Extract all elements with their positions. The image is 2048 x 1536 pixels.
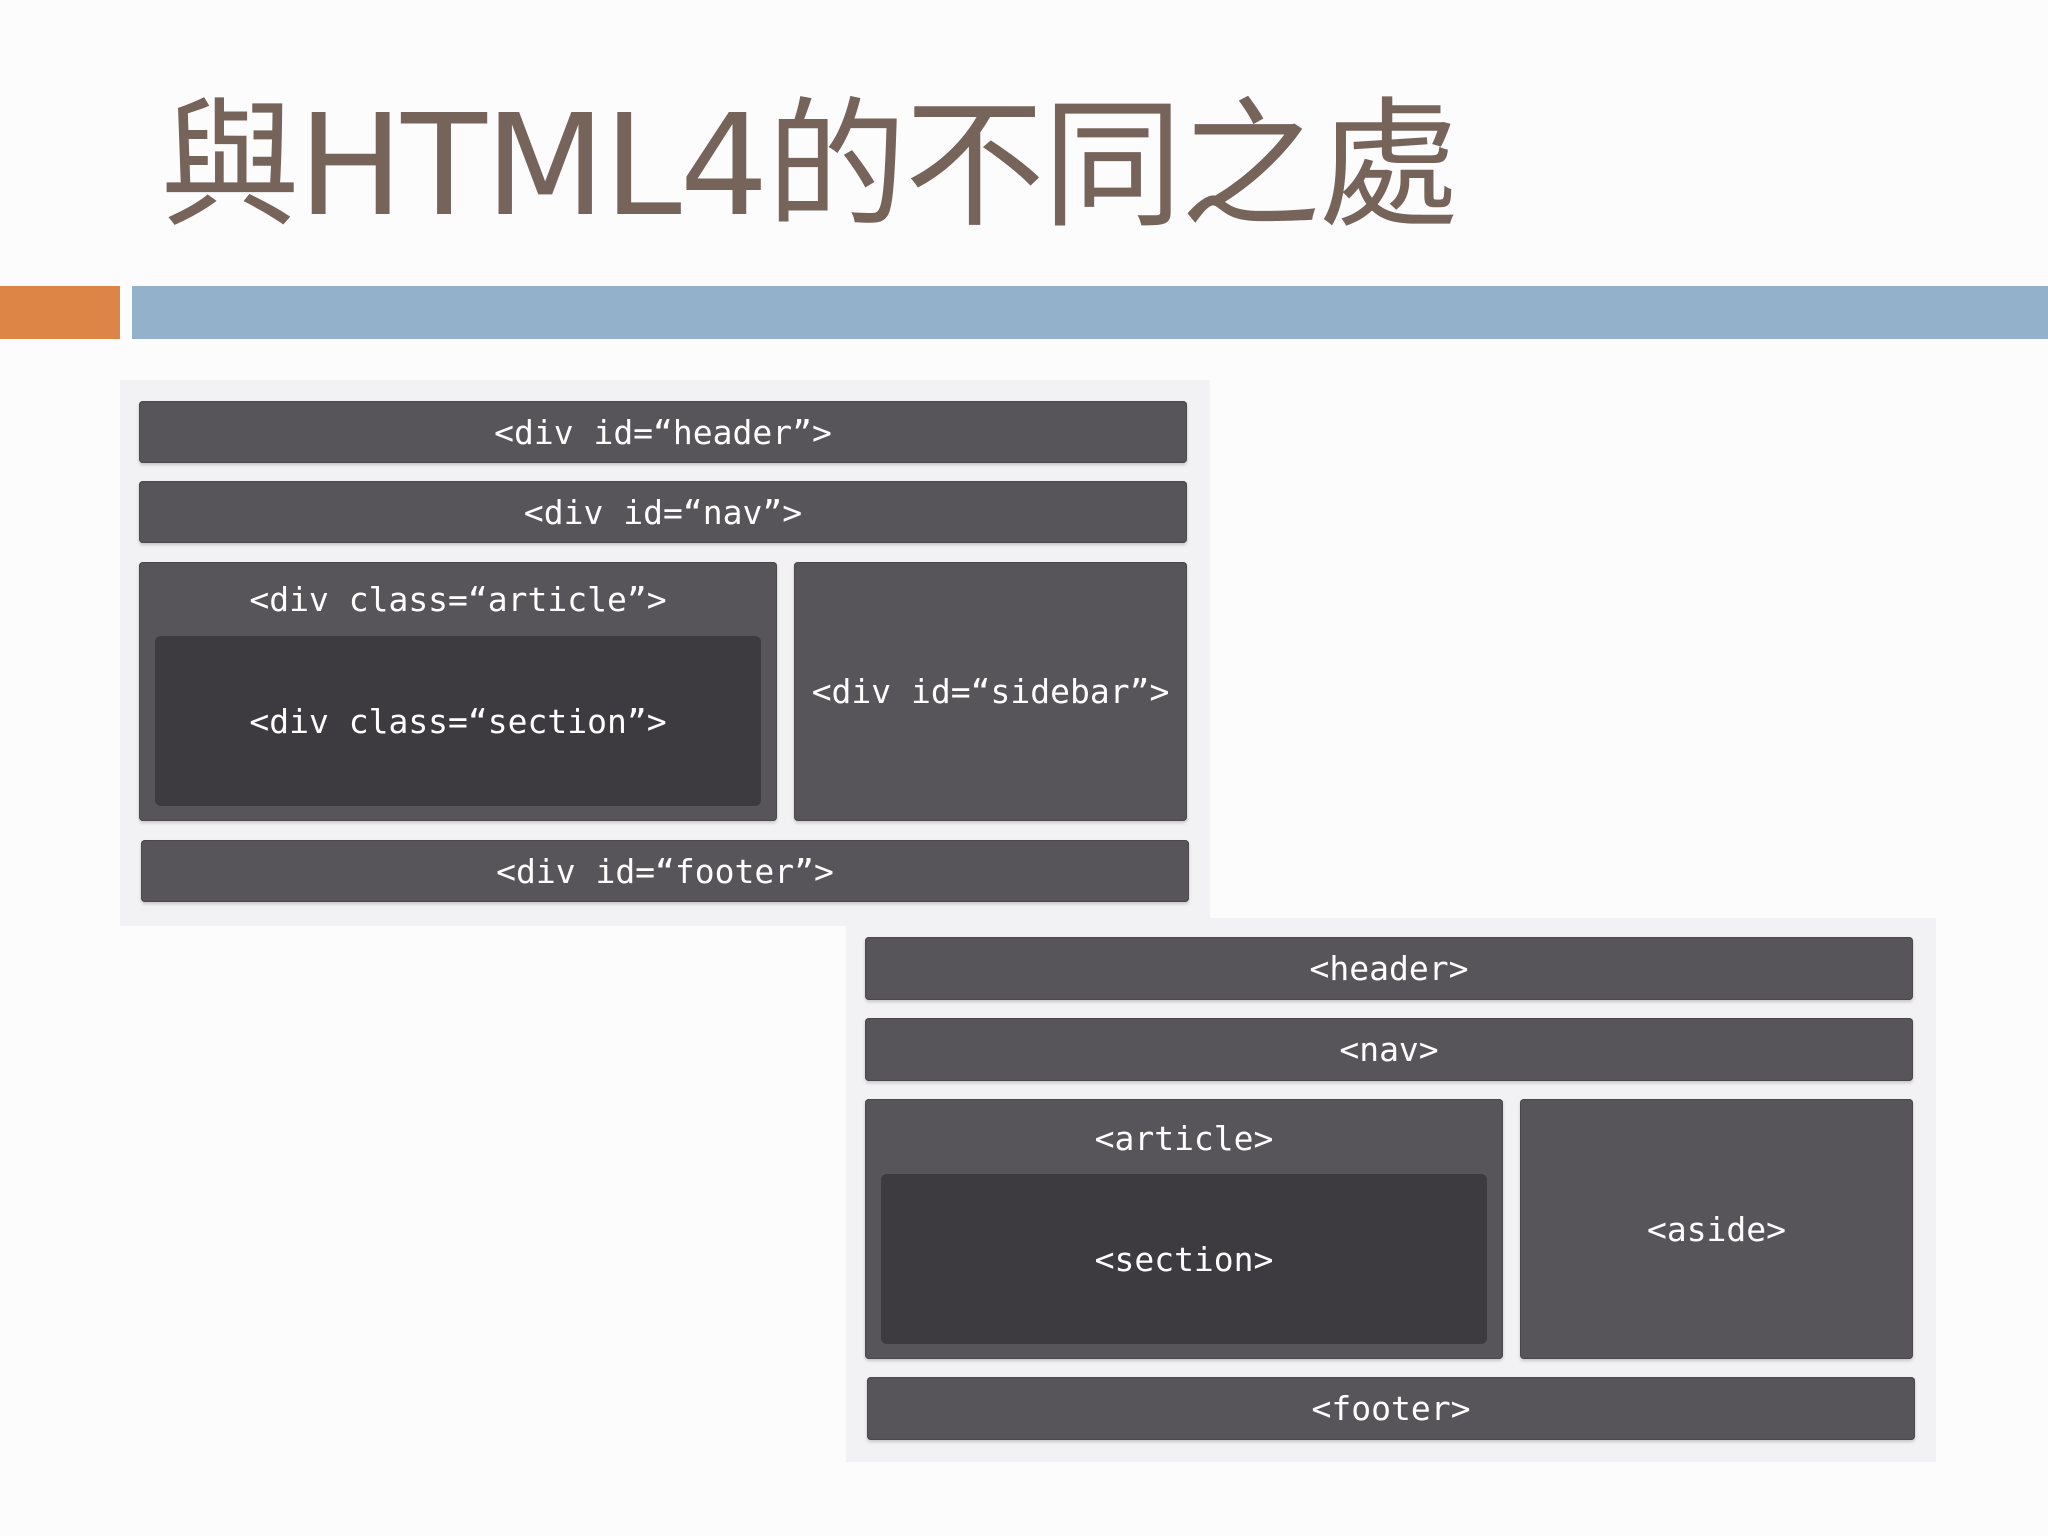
html4-layout-diagram: <div id=“header”> <div id=“nav”> <div cl… (120, 380, 1210, 926)
html4-header-label: <div id=“header”> (494, 412, 832, 452)
html4-section-block: <div class=“section”> (155, 636, 761, 806)
html4-article-label: <div class=“article”> (249, 580, 667, 619)
html5-section-label: <section> (1094, 1239, 1274, 1279)
html5-header-block: <header> (865, 937, 1913, 1000)
html5-nav-label: <nav> (1339, 1030, 1439, 1069)
html4-sidebar-block: <div id=“sidebar”> (794, 562, 1187, 821)
html5-aside-block: <aside> (1520, 1099, 1913, 1359)
html4-sidebar-label: <div id=“sidebar”> (811, 672, 1170, 711)
html5-article-label: <article> (1094, 1119, 1274, 1158)
html4-footer-block: <div id=“footer”> (141, 840, 1189, 902)
html4-article-block: <div class=“article”> <div class=“sectio… (139, 562, 777, 821)
accent-bar-blue (132, 286, 2048, 339)
html4-section-label: <div class=“section”> (249, 701, 667, 741)
html5-header-label: <header> (1309, 949, 1469, 988)
html5-article-block: <article> <section> (865, 1099, 1503, 1359)
html5-section-block: <section> (881, 1174, 1487, 1344)
html5-footer-block: <footer> (867, 1377, 1915, 1440)
html4-header-block: <div id=“header”> (139, 401, 1187, 463)
html5-aside-label: <aside> (1646, 1209, 1787, 1249)
html5-layout-diagram: <header> <nav> <article> <section> <asid… (846, 918, 1936, 1462)
html4-footer-label: <div id=“footer”> (496, 851, 834, 891)
html5-nav-block: <nav> (865, 1018, 1913, 1081)
html4-nav-block: <div id=“nav”> (139, 481, 1187, 543)
accent-bar-orange (0, 286, 120, 339)
html5-footer-label: <footer> (1311, 1389, 1471, 1428)
html4-nav-label: <div id=“nav”> (523, 492, 803, 532)
slide-title: 與HTML4的不同之處 (160, 85, 1459, 248)
